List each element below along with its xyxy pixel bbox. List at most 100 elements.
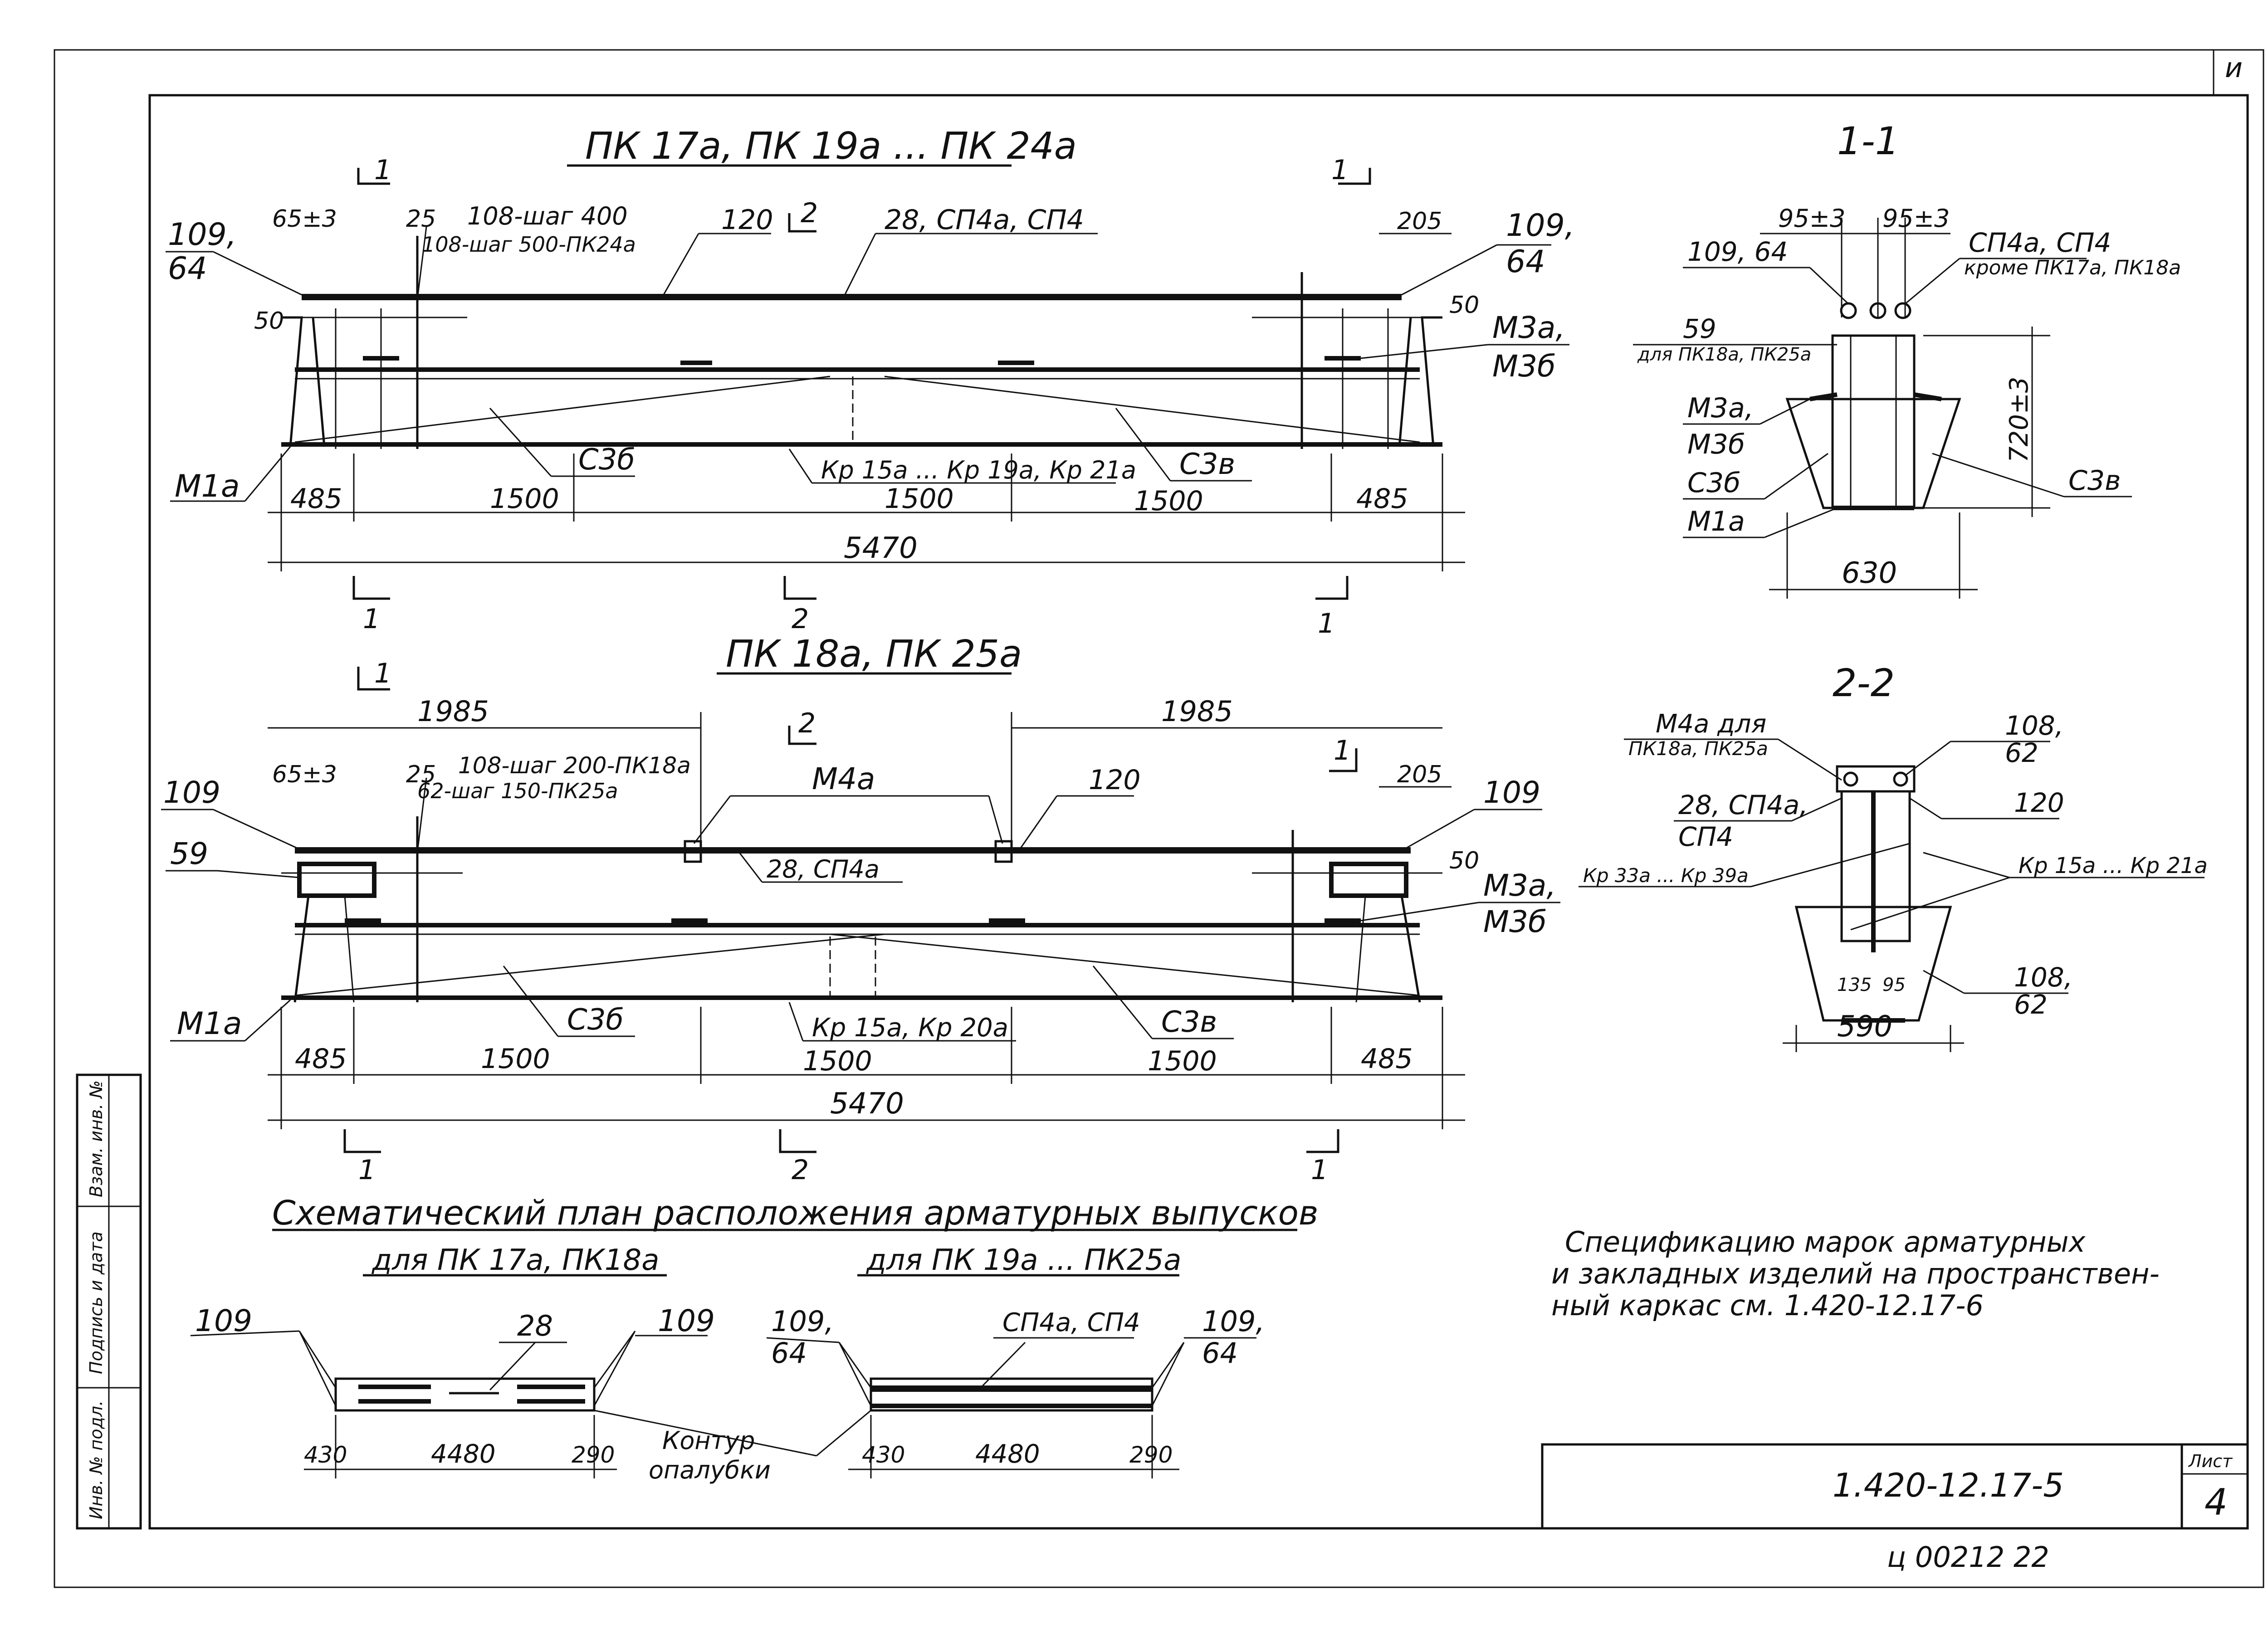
beam-1-cut-1-top-left: 1: [374, 154, 391, 186]
beam-1-m3a: М3а,: [1492, 310, 1565, 345]
beam-2-m1a: М1а: [177, 1006, 242, 1042]
section-2-2-title: 2-2: [1833, 661, 1895, 705]
scheme-left-109-a: 109: [195, 1303, 252, 1338]
beam-1-cut-1-bottom-right: 1: [1318, 608, 1335, 639]
beam-2-callout-62: 62-шаг 150-ПК25а: [417, 779, 618, 803]
beam-2-elevation: ПК 18а, ПК 25а 1 2 1 1985 1985: [161, 633, 1560, 1186]
section-1-1: 1-1 95±3 95±3 109, 64 СП4а, СП4 кроме ПК…: [1633, 119, 2181, 599]
beam-1-callout-108a: 108-шаг 400: [467, 202, 628, 230]
section-2-2: 2-2 М4а для ПК18а, ПК25а 108, 62 28, СП4…: [1579, 661, 2208, 1052]
beam-2-callout-120: 120: [1089, 764, 1141, 796]
beam-2-m3b: М3б: [1483, 904, 1547, 939]
scheme-right-dim-2: 290: [1129, 1442, 1173, 1468]
beam-2-total: 5470: [830, 1087, 904, 1121]
specification-note: Спецификацию марок арматурных и закладны…: [1551, 1225, 2160, 1322]
section-1-1-c3v: С3в: [2068, 465, 2121, 497]
beam-1-elevation: ПК 17а, ПК 19а ... ПК 24а 1 2 1: [166, 125, 1574, 639]
beam-1-seg-0: 485: [290, 483, 342, 515]
scheme-left-dim-1: 4480: [431, 1439, 496, 1469]
section-2-2-kr-left: Кр 33а ... Кр 39а: [1583, 864, 1749, 887]
beam-2-callout-28: 28, СП4а: [767, 855, 880, 883]
scheme-right-dim-1: 4480: [975, 1439, 1040, 1469]
beam-2-top-right-dim: 1985: [1161, 695, 1233, 728]
beam-2-dim-65: 65±3: [272, 761, 337, 788]
section-2-2-d95: 95: [1882, 975, 1906, 995]
beam-1-title: ПК 17а, ПК 19а ... ПК 24а: [585, 125, 1077, 168]
side-label-inv-podl: Инв. № подл.: [86, 1400, 106, 1519]
note-line-3: ный каркас см. 1.420-12.17-6: [1551, 1289, 1984, 1322]
section-2-2-120: 120: [2014, 787, 2064, 818]
beam-1-kr: Кр 15а ... Кр 19а, Кр 21а: [821, 456, 1136, 484]
beam-1-callout-28: 28, СП4а, СП4: [885, 204, 1084, 236]
beam-2-top-left-dim: 1985: [417, 695, 489, 728]
section-1-1-title: 1-1: [1837, 119, 1899, 163]
beam-2-seg-0: 485: [295, 1043, 347, 1075]
beam-2-seg-4: 485: [1361, 1043, 1413, 1075]
beam-1-m1a: М1а: [175, 468, 240, 504]
beam-1-seg-3: 1500: [1134, 485, 1203, 517]
beam-1-dim-50-left: 50: [254, 307, 284, 335]
section-1-1-m3b: М3б: [1687, 429, 1745, 460]
beam-1-seg-4: 485: [1356, 483, 1408, 515]
section-1-1-sp4-note: кроме ПК17а, ПК18а: [1964, 256, 2181, 279]
footer-code: ц 00212 22: [1887, 1541, 2049, 1574]
beam-2-cut-1-bottom-left: 1: [358, 1154, 376, 1186]
scheme-right-sp4: СП4а, СП4: [1002, 1308, 1140, 1337]
beam-2-m4a: М4а: [812, 761, 875, 796]
beam-1-cut-2-bottom: 2: [792, 603, 809, 635]
title-stamp: 1.420-12.17-5 Лист 4 ц 00212 22: [1541, 1443, 2249, 1574]
section-1-1-59-note: для ПК18а, ПК25а: [1637, 344, 1811, 365]
section-2-2-62-top: 62: [2005, 737, 2038, 768]
beam-1-cut-1-top-right: 1: [1331, 154, 1349, 186]
section-2-2-sp4: СП4: [1678, 821, 1733, 852]
stamp-code: 1.420-12.17-5: [1833, 1466, 2064, 1504]
section-1-1-d1: 95±3: [1778, 204, 1845, 233]
section-2-2-kr-right: Кр 15а ... Кр 21а: [2019, 853, 2208, 878]
beam-2-callout-59: 59: [170, 836, 208, 871]
beam-2-cut-2-bottom: 2: [792, 1154, 809, 1186]
beam-1-right-tag-top: 109,: [1506, 208, 1574, 244]
beam-2-title: ПК 18а, ПК 25а: [726, 633, 1022, 676]
section-2-2-28: 28, СП4а,: [1678, 790, 1808, 820]
beam-2-cut-1-top-right: 1: [1334, 735, 1351, 766]
section-1-1-m3a: М3а,: [1687, 392, 1754, 424]
beam-1-m3b: М3б: [1492, 349, 1556, 384]
section-2-2-108-bottom: 108,: [2014, 962, 2072, 993]
section-1-1-sp4: СП4а, СП4: [1969, 227, 2111, 258]
beam-2-dim-50: 50: [1449, 847, 1479, 874]
schematic-plan: Схематический план расположения арматурн…: [190, 1194, 1319, 1484]
side-label-podpis: Подпись и дата: [86, 1231, 106, 1374]
beam-2-right-109: 109: [1483, 775, 1540, 810]
scheme-right-subtitle: для ПК 19а ... ПК25а: [866, 1244, 1182, 1277]
beam-1-total: 5470: [844, 532, 918, 565]
scheme-right-109-a: 109,: [771, 1305, 834, 1338]
section-1-1-59: 59: [1683, 313, 1716, 344]
beam-2-c3v: С3в: [1161, 1005, 1217, 1039]
scheme-left-subtitle: для ПК 17а, ПК18а: [371, 1244, 659, 1277]
scheme-left-dim-2: 290: [572, 1442, 615, 1468]
beam-1-dim-50-right: 50: [1449, 292, 1479, 319]
section-1-1-c3b: С3б: [1687, 467, 1740, 499]
beam-1-right-tag-bottom: 64: [1506, 244, 1545, 280]
beam-1-dim-65: 65±3: [272, 205, 337, 233]
section-2-2-108-top: 108,: [2005, 710, 2063, 741]
beam-1-dim-25: 25: [406, 205, 436, 233]
scheme-right-64-a: 64: [771, 1336, 807, 1370]
section-2-2-m4a-note: ПК18а, ПК25а: [1628, 737, 1768, 760]
beam-1-callout-120: 120: [721, 204, 773, 236]
beam-2-cut-2-top: 2: [798, 707, 816, 739]
section-2-2-width: 590: [1837, 1010, 1892, 1044]
scheme-title: Схематический план расположения арматурн…: [272, 1194, 1319, 1233]
beam-2-callout-108: 108-шаг 200-ПК18а: [458, 752, 691, 779]
section-1-1-d2: 95±3: [1882, 204, 1950, 233]
beam-2-cut-1-top-left: 1: [374, 658, 391, 689]
corner-mark: и: [2225, 52, 2243, 84]
section-1-1-height: 720±3: [2004, 377, 2034, 463]
beam-1-dim-205: 205: [1397, 208, 1442, 235]
beam-2-cut-1-bottom-right: 1: [1311, 1154, 1328, 1186]
section-1-1-width: 630: [1842, 556, 1897, 590]
beam-1-left-tag-top: 109,: [168, 217, 236, 253]
section-2-2-m4a: М4а для: [1656, 709, 1766, 739]
scheme-left-28: 28: [517, 1309, 553, 1342]
